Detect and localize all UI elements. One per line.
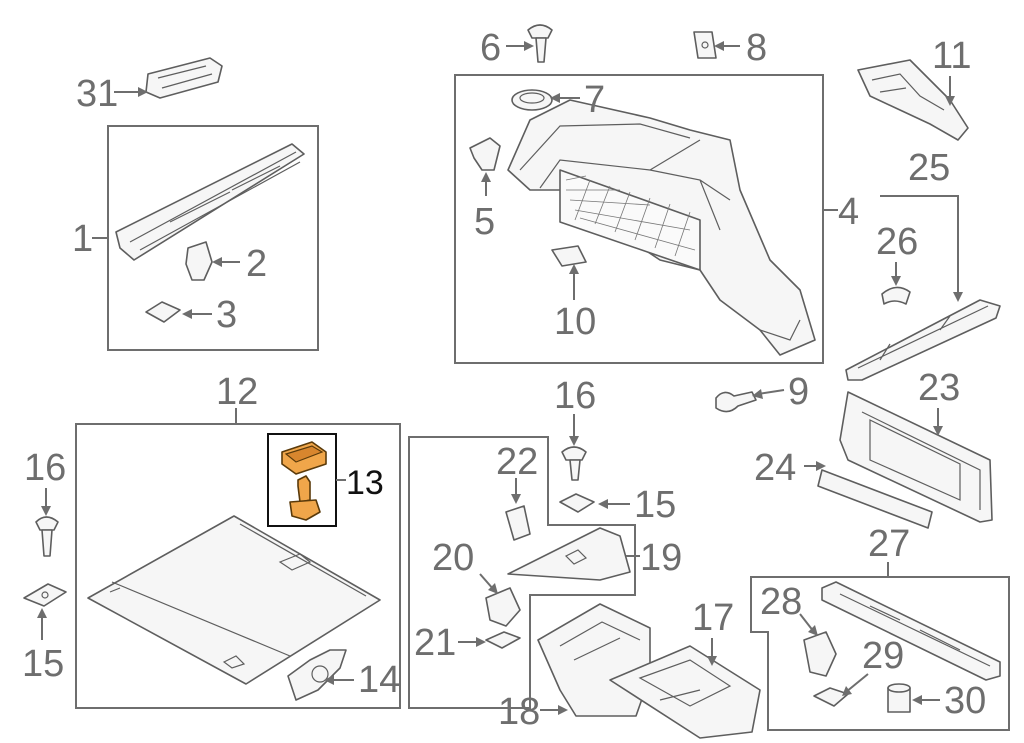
callout-8: 8 (746, 27, 767, 69)
callout-28: 28 (760, 581, 802, 623)
callout-2: 2 (246, 243, 267, 285)
callout-16: 16 (554, 375, 596, 417)
part-14-hook (287, 649, 347, 701)
callout-30: 30 (944, 680, 986, 722)
callout-1: 1 (72, 218, 93, 260)
callout-16-left: 16 (24, 447, 66, 489)
part-20-clip (485, 587, 521, 627)
part-15-pad (559, 493, 595, 513)
part-12-floor-cover (87, 515, 381, 685)
callout-3: 3 (216, 294, 237, 336)
part-8-clip (693, 31, 717, 59)
part-11-bracket (857, 59, 969, 141)
callout-20: 20 (432, 537, 474, 579)
part-31-bracket (145, 57, 223, 99)
leader-lines (37, 41, 963, 715)
part-19-cover (507, 527, 631, 581)
callout-24: 24 (754, 447, 796, 489)
part-9-pushpin (715, 391, 757, 413)
part-28-clip (803, 631, 837, 677)
group-box-12 (75, 423, 401, 709)
part-16-pushpin (561, 446, 587, 481)
part-16-left-pushpin (35, 516, 59, 557)
part-22-clip (505, 505, 531, 541)
part-7-cup (511, 89, 553, 111)
callout-26: 26 (876, 221, 918, 263)
part-6-pushpin (527, 24, 553, 63)
group-box-27 (750, 576, 1010, 731)
part-18-tray (537, 603, 651, 717)
callout-29: 29 (862, 635, 904, 677)
part-4-trim-panel (507, 99, 816, 356)
part-30-cylinder (887, 683, 911, 713)
part-24-strip (817, 469, 933, 529)
callout-labels: 31 1 2 3 6 8 7 5 4 10 9 11 25 26 23 24 1… (22, 27, 986, 733)
callout-7: 7 (584, 79, 605, 121)
part-27-rail (821, 581, 1001, 681)
callout-15: 15 (634, 484, 676, 526)
callout-27: 27 (868, 523, 910, 565)
callout-11: 11 (932, 35, 971, 77)
group-box-4 (454, 74, 824, 364)
callout-10: 10 (554, 301, 596, 343)
callout-31: 31 (76, 73, 118, 115)
callout-12: 12 (216, 371, 258, 413)
callout-13: 13 (346, 464, 384, 502)
part-2-clip (185, 241, 213, 281)
callout-14: 14 (358, 659, 400, 701)
part-25-rail (845, 299, 1001, 381)
part-26-cap (881, 286, 911, 305)
part-23-panel (839, 391, 993, 523)
part-1-sill-plate (115, 143, 305, 261)
part-5-clip (469, 137, 501, 171)
part-13-fastener (281, 441, 327, 521)
callout-19: 19 (640, 537, 682, 579)
group-box-19 (408, 436, 636, 709)
callout-9: 9 (788, 371, 809, 413)
callout-21: 21 (414, 622, 456, 664)
callout-18: 18 (498, 691, 540, 733)
callout-22: 22 (496, 441, 538, 483)
part-29-pad (813, 687, 849, 707)
callout-5: 5 (474, 201, 495, 243)
callout-23: 23 (918, 367, 960, 409)
part-21-pad (485, 631, 521, 649)
callout-25: 25 (908, 147, 950, 189)
callout-4: 4 (838, 191, 859, 233)
callout-17: 17 (692, 597, 734, 639)
callout-6: 6 (480, 27, 501, 69)
part-3-pad (145, 301, 181, 323)
part-15-left-pad (23, 583, 67, 607)
part-10-pad (551, 245, 587, 267)
part-17-storage-box (609, 645, 761, 739)
callout-15-left: 15 (22, 643, 64, 685)
